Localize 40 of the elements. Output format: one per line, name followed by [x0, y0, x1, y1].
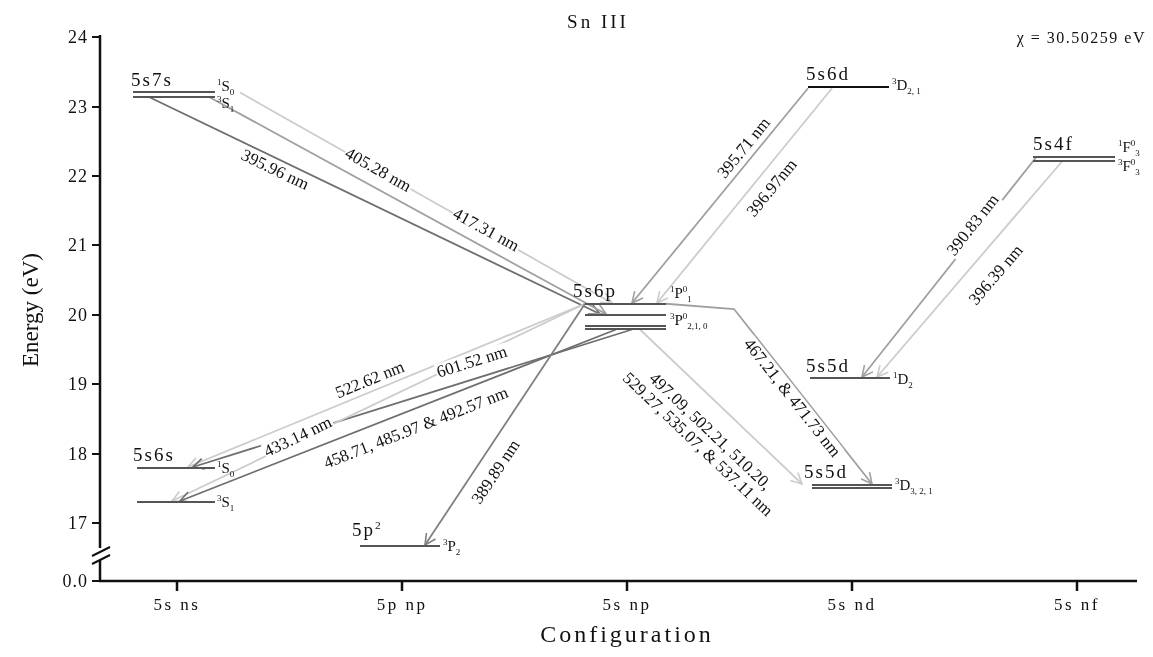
axis-title: Configuration — [540, 622, 714, 646]
configuration-label: 5s6d — [806, 64, 850, 83]
tick-label: 18 — [68, 445, 88, 463]
configuration-label: 5s4f — [1033, 134, 1074, 153]
tick-label: 5p np — [376, 595, 428, 613]
tick-label: 5s nd — [827, 595, 877, 613]
tick-label: 0.0 — [62, 572, 88, 590]
configuration-label: 5s7s — [131, 70, 173, 89]
tick-label: 5s ns — [153, 595, 201, 613]
transition-arrow — [179, 328, 617, 503]
tick-label: 21 — [68, 236, 88, 254]
transition-arrow — [639, 328, 803, 485]
term-symbol: $^{1}$D$_{2}$ — [893, 372, 913, 387]
tick-label: 17 — [68, 514, 88, 532]
term-symbol: $^{3}$S$_{1}$ — [217, 96, 235, 111]
tick-label: 22 — [68, 167, 88, 185]
configuration-label: 5s5d — [804, 462, 848, 481]
configuration-label: 5p$^{2}$ — [352, 520, 383, 539]
transition-arrow — [631, 87, 809, 304]
axis-title: Energy (eV) — [18, 253, 42, 367]
ionization-energy-note: χ = 30.50259 eV — [1016, 30, 1146, 46]
tick-label: 20 — [68, 306, 88, 324]
configuration-label: 5s6p — [573, 281, 617, 300]
transition-arrow — [665, 302, 873, 485]
chart-title: Sn III — [567, 11, 629, 31]
term-symbol: $^{3}$P$_{2}$ — [443, 539, 461, 554]
configuration-label: 5s6s — [133, 445, 175, 464]
tick-label: 24 — [68, 28, 88, 46]
transition-arrow — [656, 87, 833, 304]
tick-label: 5s nf — [1054, 595, 1100, 613]
term-symbol: $^{3}$D$_{2, 1}$ — [892, 78, 921, 93]
term-symbol: $^{1}$S$_{0}$ — [217, 79, 235, 94]
transition-arrow — [876, 160, 1063, 378]
tick-label: 19 — [68, 375, 88, 393]
tick-label: 23 — [68, 98, 88, 116]
tick-label: 5s np — [602, 595, 652, 613]
transition-arrow — [424, 302, 586, 546]
term-symbol: $^{3}$D$_{3, 2, 1}$ — [895, 478, 933, 493]
term-symbol: $^{1}$S$_{0}$ — [217, 461, 235, 476]
term-symbol: $^{3}$S$_{1}$ — [217, 495, 235, 510]
